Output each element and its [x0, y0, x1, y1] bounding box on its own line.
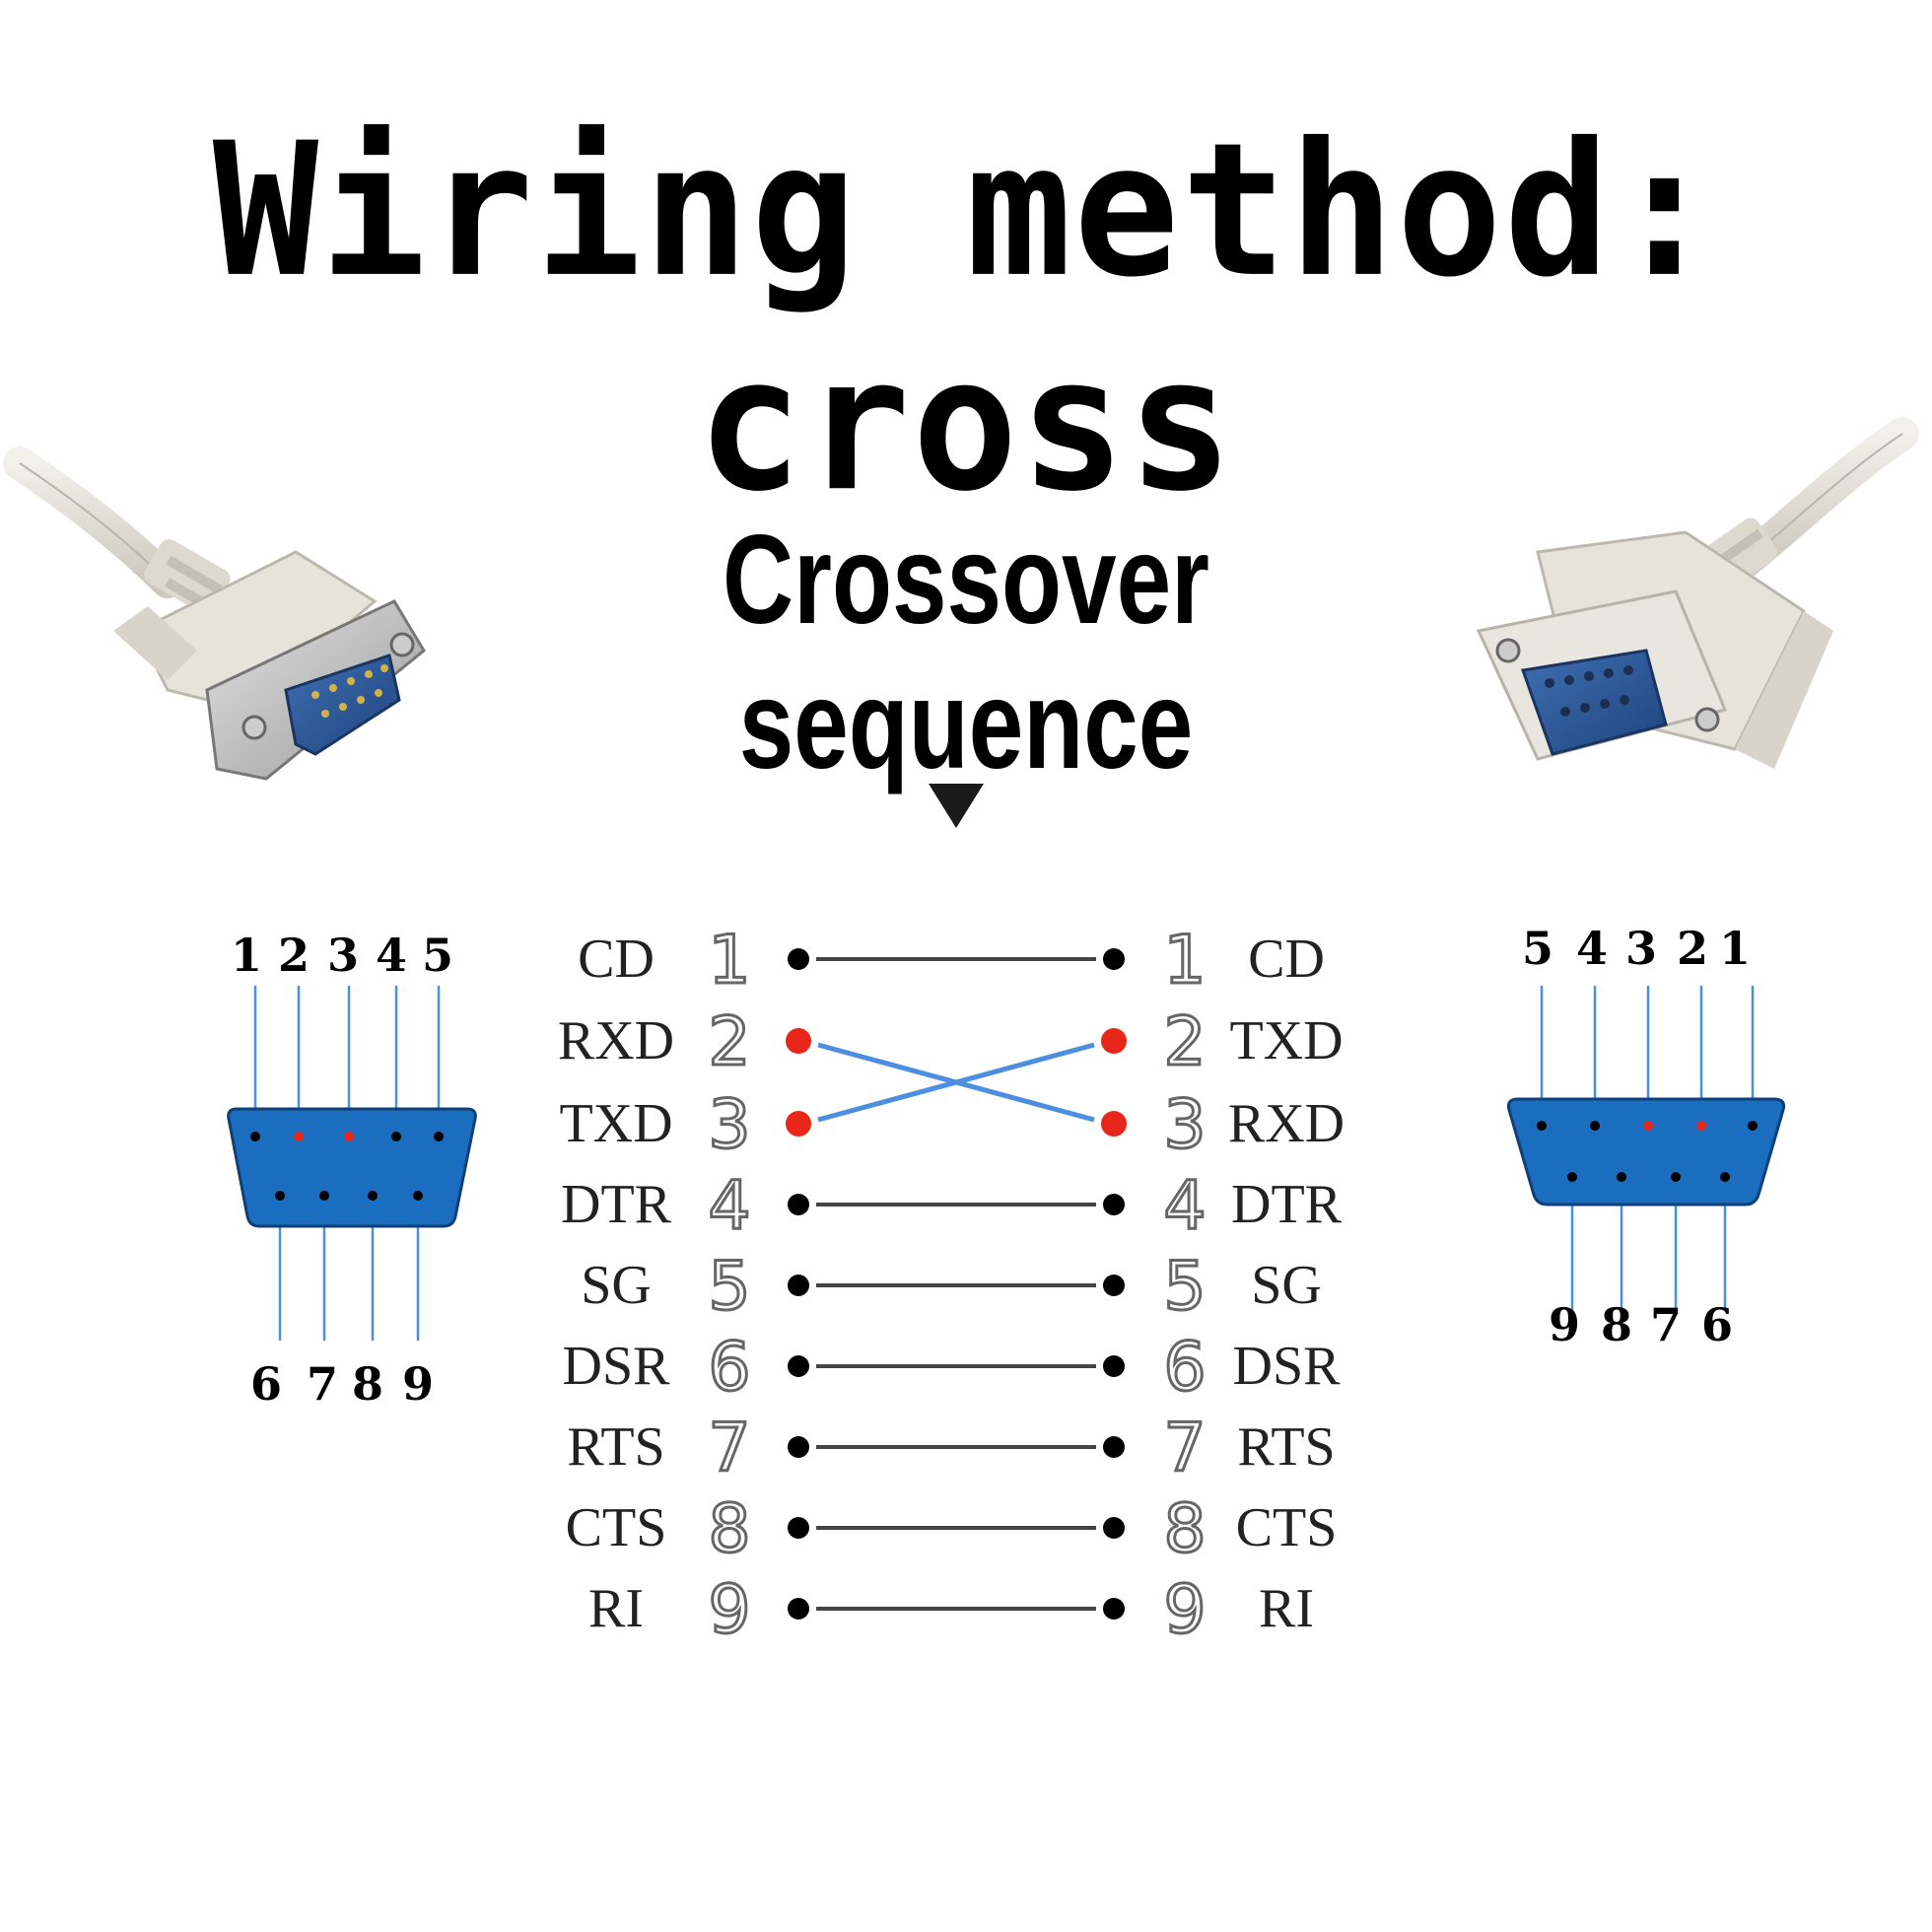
crossed-wire: [817, 1042, 1095, 1123]
male-top-pin-label: 1: [231, 929, 262, 982]
male-bottom-pin-label: 7: [307, 1357, 338, 1411]
male-top-pin-label: 3: [327, 929, 359, 982]
left-signal-label: CD: [578, 929, 655, 990]
page-subtitle: Crossover sequence: [723, 510, 1209, 795]
right-pin-number: 8: [1163, 1490, 1206, 1568]
female-bottom-pin-label: 6: [1701, 1298, 1733, 1351]
left-pin-dot: [788, 1598, 809, 1620]
right-pin-number: 3: [1163, 1086, 1206, 1164]
left-pin-number: 2: [708, 1003, 750, 1081]
left-pin-dot: [788, 1194, 809, 1215]
right-pin-dot: [1103, 1598, 1125, 1620]
wiring-row: CD 1 1 CD: [578, 921, 1325, 1001]
wiring-row: RI 9 9 RI: [588, 1570, 1314, 1651]
right-pin-dot: [1103, 1194, 1125, 1215]
right-signal-label: RTS: [1237, 1416, 1335, 1478]
female-top-pin-label: 1: [1719, 922, 1751, 975]
left-signal-label: RXD: [558, 1010, 674, 1071]
male-bottom-pin-label: 6: [250, 1357, 282, 1411]
right-signal-label: DSR: [1233, 1336, 1342, 1397]
right-pin-dot: [1103, 1275, 1125, 1296]
right-pin-dot: [1103, 948, 1125, 970]
left-pin-number: 7: [708, 1410, 750, 1487]
right-pin-number: 6: [1163, 1329, 1206, 1407]
left-pin-number: 6: [708, 1329, 750, 1407]
left-signal-label: CTS: [566, 1497, 667, 1558]
male-connector-face: [227, 1107, 477, 1228]
female-bottom-pin-label: 9: [1549, 1298, 1580, 1351]
left-signal-label: TXD: [559, 1093, 672, 1154]
right-pin-dot: [1103, 1436, 1125, 1458]
right-pin-dot: [1103, 1517, 1125, 1539]
left-pin-dot: [788, 948, 809, 970]
left-signal-label: RI: [588, 1578, 644, 1639]
left-signal-label: RTS: [567, 1416, 664, 1478]
wiring-row: RTS 7 7 RTS: [567, 1409, 1335, 1489]
right-signal-label: CD: [1248, 929, 1325, 990]
wiring-row: DSR 6 6 DSR: [563, 1328, 1342, 1409]
left-pin-dot: [788, 1355, 809, 1377]
left-signal-label: DTR: [561, 1174, 672, 1235]
right-signal-label: SG: [1251, 1255, 1322, 1316]
right-pin-dot: [1103, 1355, 1125, 1377]
wiring-row: DTR 4 4 DTR: [561, 1166, 1343, 1247]
left-pin-dot: [786, 1028, 811, 1054]
right-pin-dot: [1101, 1111, 1127, 1137]
left-pin-number: 3: [708, 1086, 750, 1164]
wiring-row: RXD 2 2 TXD: [558, 1002, 1344, 1083]
male-top-pin-label: 5: [422, 929, 453, 982]
left-pin-dot: [788, 1275, 809, 1296]
female-top-pin-label: 3: [1625, 922, 1657, 975]
left-pin-number: 1: [708, 922, 750, 1000]
female-top-pin-label: 5: [1522, 922, 1553, 975]
right-signal-label: RXD: [1228, 1093, 1345, 1154]
right-pin-number: 4: [1163, 1167, 1206, 1245]
left-signal-label: SG: [581, 1255, 652, 1316]
right-pin-number: 2: [1163, 1003, 1206, 1081]
male-bottom-pin-label: 8: [352, 1357, 383, 1411]
left-pin-number: 5: [708, 1248, 750, 1326]
right-pin-number: 5: [1163, 1248, 1206, 1326]
right-signal-label: DTR: [1231, 1174, 1343, 1235]
right-pin-dot: [1101, 1028, 1127, 1054]
female-top-pin-label: 4: [1576, 922, 1608, 975]
male-top-pin-label: 2: [278, 929, 310, 982]
left-signal-label: DSR: [563, 1336, 671, 1397]
right-pin-number: 1: [1163, 922, 1206, 1000]
male-bottom-pin-label: 9: [402, 1357, 434, 1411]
right-pin-number: 7: [1163, 1410, 1206, 1487]
right-signal-label: RI: [1259, 1578, 1314, 1639]
male-top-pin-label: 4: [376, 929, 407, 982]
wiring-row: SG 5 5 SG: [581, 1247, 1322, 1328]
female-top-pin-label: 2: [1677, 922, 1708, 975]
female-bottom-pin-label: 7: [1650, 1298, 1682, 1351]
page-title: Wiring method: cross: [212, 103, 1720, 532]
right-signal-label: CTS: [1236, 1497, 1338, 1558]
left-pin-dot: [786, 1111, 811, 1137]
left-pin-dot: [788, 1436, 809, 1458]
female-connector-face: [1506, 1097, 1786, 1207]
wiring-row: CTS 8 8 CTS: [566, 1489, 1338, 1570]
right-pin-number: 9: [1163, 1571, 1206, 1649]
female-bottom-pin-label: 8: [1601, 1298, 1632, 1351]
female-cable-image: [1476, 417, 1919, 769]
left-pin-number: 4: [708, 1167, 750, 1245]
male-cable-image: [3, 447, 426, 781]
left-pin-number: 9: [708, 1571, 750, 1649]
down-arrow-icon: [929, 784, 984, 828]
wiring-row: TXD 3 3 RXD: [559, 1085, 1345, 1166]
right-signal-label: TXD: [1229, 1010, 1343, 1071]
left-pin-dot: [788, 1517, 809, 1539]
left-pin-number: 8: [708, 1490, 750, 1568]
